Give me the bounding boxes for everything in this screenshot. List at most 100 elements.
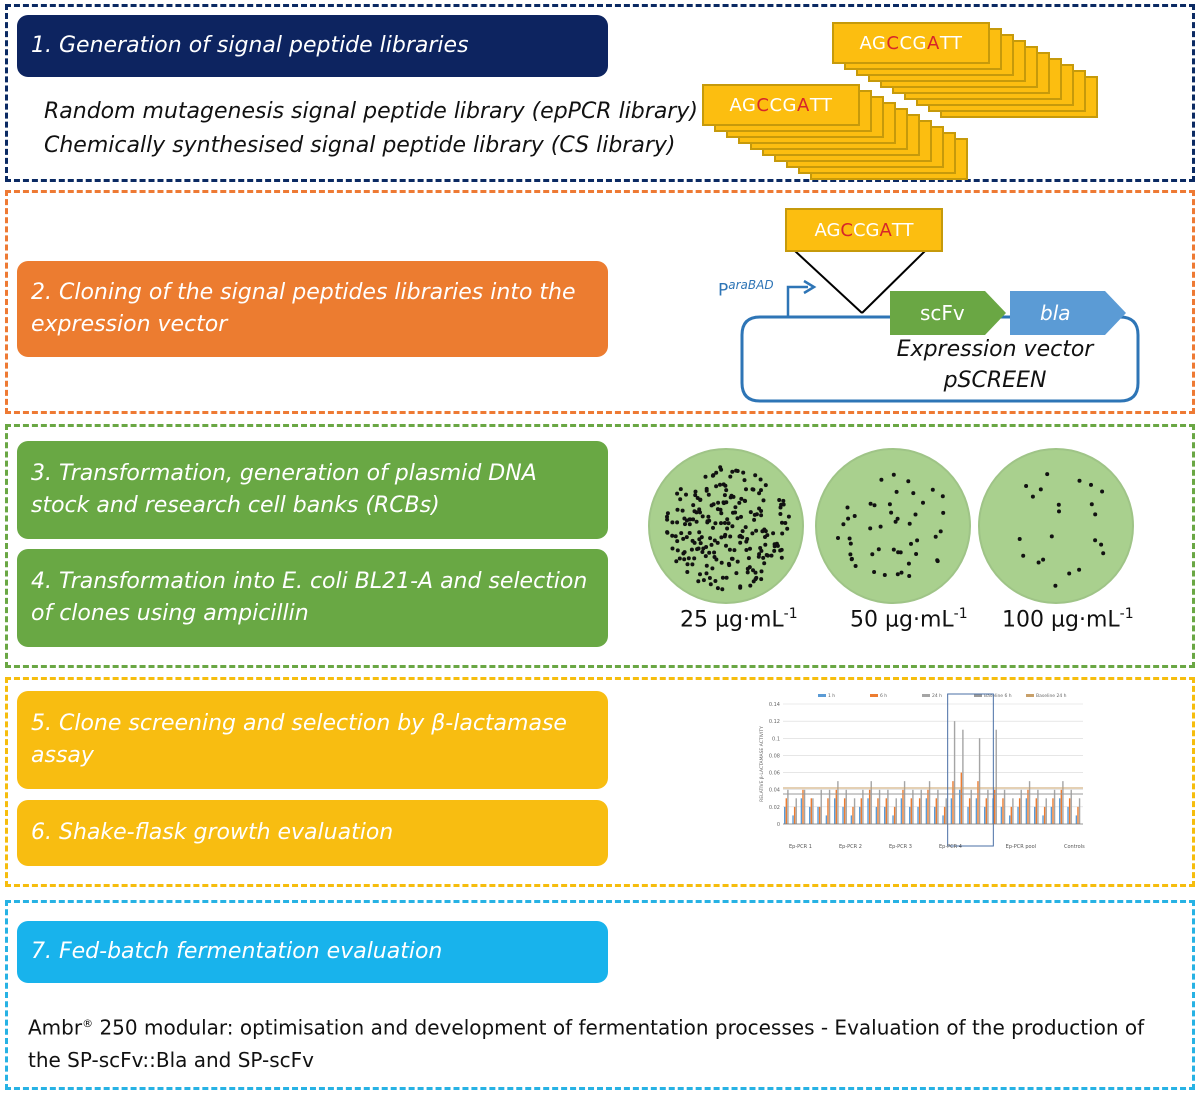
chart-bar xyxy=(875,806,878,824)
colony-dot xyxy=(665,517,670,522)
colony-dot xyxy=(737,500,742,505)
concentration-label-100: 100 µg·mL-1 xyxy=(1002,606,1134,632)
seq-part: TT xyxy=(809,94,833,116)
y-axis-label: RELATIVE β-LACTAMASE ACTIVITY xyxy=(759,726,765,802)
colony-dot xyxy=(878,524,883,529)
colony-dot xyxy=(700,550,705,554)
colony-dot xyxy=(673,534,678,539)
colony-dot xyxy=(732,548,737,553)
chart-bar xyxy=(942,815,944,824)
section-5-frame xyxy=(5,900,1195,1090)
colony-dot xyxy=(700,514,705,519)
promoter-sup: araBAD xyxy=(728,278,774,292)
step-7-label: 7. Fed-batch fermentation evaluation xyxy=(31,939,443,964)
colony-dot xyxy=(848,552,853,557)
colony-dot xyxy=(739,514,743,519)
chart-bar xyxy=(853,798,856,824)
colony-dot xyxy=(678,487,683,492)
colony-dot xyxy=(777,498,782,502)
colony-dot xyxy=(868,526,873,531)
seq-highlight: C xyxy=(886,32,900,54)
chart-bar xyxy=(1020,789,1022,824)
colony-dot xyxy=(882,573,887,577)
chart-bar xyxy=(862,789,864,824)
y-tick-label: 0.1 xyxy=(772,736,780,742)
colony-dot xyxy=(713,521,718,526)
colony-dot xyxy=(706,514,711,519)
colony-dot xyxy=(701,578,706,583)
chart-bar xyxy=(952,781,954,824)
conc-value: 25 µg·mL xyxy=(680,607,784,633)
chart-bar xyxy=(925,798,928,824)
colony-dot xyxy=(719,535,724,540)
colony-dot xyxy=(786,514,791,519)
chart-bar xyxy=(1003,789,1006,824)
chart-bar xyxy=(960,772,962,824)
colony-dot xyxy=(709,503,714,508)
seq-part: AG xyxy=(814,219,841,241)
colony-dot xyxy=(759,488,763,493)
colony-dot xyxy=(681,536,686,541)
chart-bar xyxy=(1062,781,1064,824)
colony-dot xyxy=(891,472,896,477)
colony-dot xyxy=(674,559,679,564)
conc-value: 50 µg·mL xyxy=(850,607,954,633)
colony-dot xyxy=(742,478,747,483)
colony-dot xyxy=(847,536,852,541)
colony-dot xyxy=(733,510,738,515)
chart-bar xyxy=(825,815,828,824)
chart-bar xyxy=(1034,806,1036,824)
colony-dot xyxy=(761,555,766,560)
colony-dot xyxy=(720,575,725,580)
colony-dot xyxy=(725,526,730,531)
colony-dot xyxy=(722,493,727,498)
colony-dot xyxy=(686,556,691,561)
colony-dot xyxy=(703,554,708,559)
seq-highlight: A xyxy=(927,32,940,54)
chart-bar xyxy=(785,798,787,824)
chart-bar xyxy=(935,798,937,824)
chart-bar xyxy=(968,798,971,824)
colony-dot xyxy=(713,579,718,583)
conc-exp: -1 xyxy=(953,606,968,622)
colony-dot xyxy=(684,492,688,497)
insert-line-left xyxy=(794,250,863,314)
colony-dot xyxy=(723,532,728,537)
colony-dot xyxy=(698,510,702,515)
colony-dot xyxy=(1093,538,1098,543)
chart-bar xyxy=(1045,798,1047,824)
seq-highlight: C xyxy=(756,94,770,116)
colony-dot xyxy=(836,536,840,540)
promoter-label: ParaBAD xyxy=(718,278,774,301)
colony-dot xyxy=(911,491,916,496)
colony-dot xyxy=(779,555,784,560)
chart-bar xyxy=(943,806,946,824)
colony-dot xyxy=(765,533,770,538)
section-3-frame xyxy=(5,424,1195,668)
chart-bar xyxy=(1053,789,1056,824)
chart-bar xyxy=(842,806,844,824)
colony-dot xyxy=(780,520,784,525)
step-3-box: 3. Transformation, generation of plasmid… xyxy=(17,441,608,539)
vector-label: Expression vector xyxy=(896,337,1094,362)
section-4-frame xyxy=(5,677,1195,887)
colony-dot xyxy=(895,572,900,577)
chart-bar xyxy=(867,798,869,824)
chart-bar xyxy=(987,789,989,824)
chart-bar xyxy=(870,781,872,824)
chart-bar xyxy=(843,798,846,824)
colony-dot xyxy=(785,526,790,531)
seq-highlight: A xyxy=(879,219,892,241)
chart-bar xyxy=(950,798,953,824)
colony-dot xyxy=(739,496,744,501)
colony-dot xyxy=(772,548,777,553)
group-label: Ep-PCR 4 xyxy=(939,844,962,850)
conc-exp: -1 xyxy=(783,606,798,622)
chart-bar xyxy=(978,738,981,824)
group-label: Ep-PCR 1 xyxy=(789,844,812,850)
colony-dot xyxy=(744,487,748,492)
colony-dot xyxy=(675,491,680,496)
